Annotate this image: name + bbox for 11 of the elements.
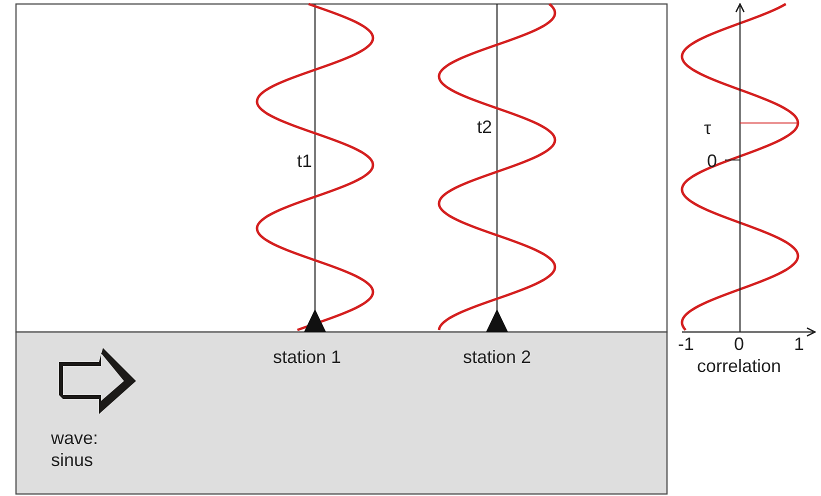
axis-title: correlation bbox=[697, 355, 782, 377]
zero-label: 0 bbox=[707, 150, 718, 172]
time-label: t1 bbox=[297, 150, 312, 172]
station-label: station 2 bbox=[463, 346, 532, 368]
station-label: station 1 bbox=[273, 346, 342, 368]
axis-tick-label: -1 bbox=[678, 333, 694, 355]
wave-caption: wave: sinus bbox=[51, 427, 100, 471]
time-label: t2 bbox=[477, 116, 492, 138]
axis-tick-label: 1 bbox=[794, 333, 804, 355]
delay-label: τ bbox=[704, 117, 712, 139]
axis-tick-label: 0 bbox=[734, 333, 744, 355]
